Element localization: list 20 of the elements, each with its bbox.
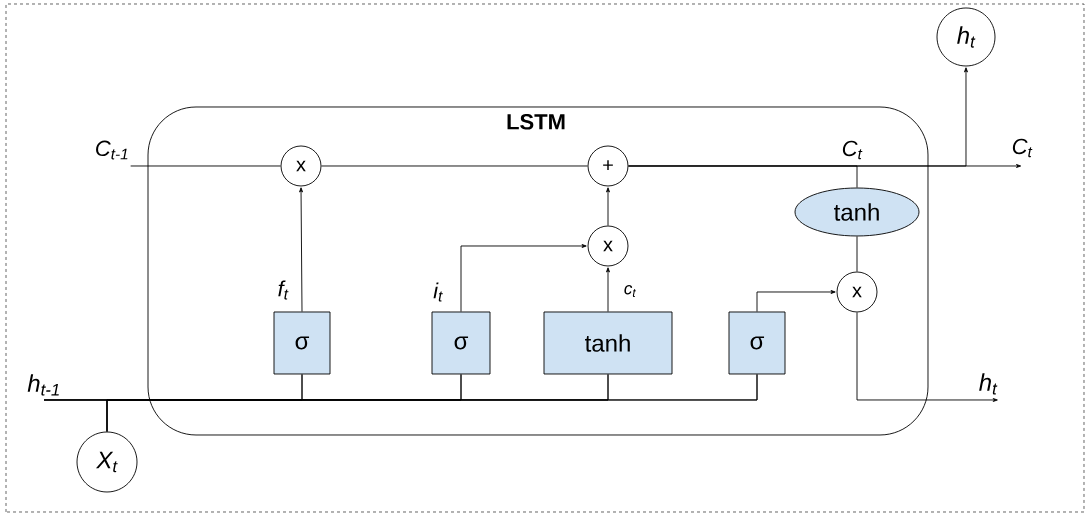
- hidden-state-label: h$_{t}$: [979, 373, 998, 395]
- arrow: [299, 187, 303, 312]
- tanh-box: tanh: [543, 311, 673, 375]
- hidden-state-label: h$_{t-1}$: [27, 374, 59, 396]
- sigmoid-box: σ: [273, 311, 331, 375]
- arrow: [460, 244, 587, 312]
- gate-label: c$_{t}$: [624, 285, 637, 297]
- state-label: C$_{t}$: [842, 140, 863, 160]
- arrow: [606, 187, 610, 226]
- arrow: [606, 267, 610, 312]
- gate-label: i$_{t}$: [433, 282, 443, 302]
- cell-title: LSTM: [507, 114, 565, 130]
- arrow: [628, 164, 1022, 168]
- cell-state-label: C$_{t}$: [1012, 138, 1033, 158]
- gate-label: f$_{t}$: [278, 280, 289, 300]
- arrow: [756, 290, 836, 312]
- sigmoid-box: σ: [728, 311, 786, 375]
- arrow: [856, 312, 998, 402]
- cell-state-label: C$_{t-1}$: [96, 140, 128, 160]
- sigmoid-box: σ: [431, 311, 491, 375]
